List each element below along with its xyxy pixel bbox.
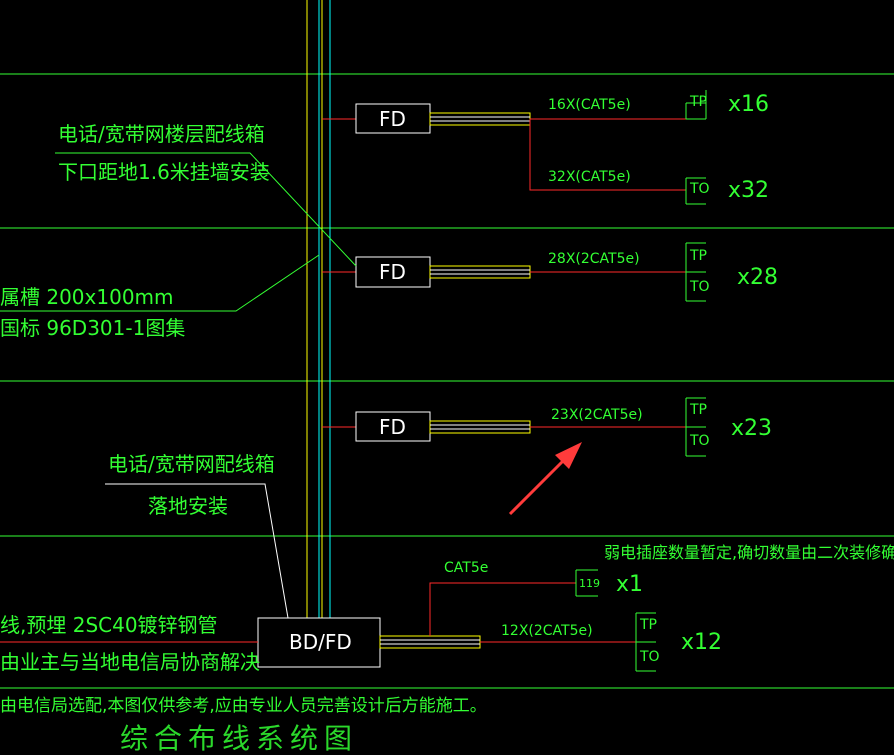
riser-connections (322, 118, 356, 428)
cable-label-floor-1b: 32X(CAT5e) (548, 169, 631, 185)
riser (306, 0, 331, 618)
fd-label-floor-2: FD (379, 260, 406, 284)
outlet-tp-icon (635, 612, 656, 672)
outlet-label-to: TO (640, 649, 660, 665)
cable-label-floor-1a: 16X(CAT5e) (548, 97, 631, 113)
trunk-floor-3 (429, 420, 531, 434)
outlet-to-icon (685, 177, 706, 205)
outlet-to-icon (685, 397, 706, 457)
outlet-label-tp: TP (690, 248, 707, 264)
note-bottom: 由电信局选配,本图仅供参考,应由专业人员完善设计后方能施工。 (0, 696, 487, 716)
drawing-title: 综合布线系统图 (120, 722, 359, 755)
leaders (0, 152, 357, 312)
outlet-tp-icon (685, 90, 707, 120)
leader-floor-box (55, 152, 357, 267)
note-floor-box-line-1: 电话/宽带网楼层配线箱 (58, 122, 265, 146)
outlet-label-tp: TP (640, 617, 657, 633)
note-pipe-line-1: 线,预埋 2SC40镀锌钢管 (0, 613, 218, 637)
count-floor-1b: x32 (728, 178, 770, 203)
cable-label-floor-2: 28X(2CAT5e) (548, 251, 640, 267)
cable (429, 582, 576, 636)
leader-main-box (105, 483, 289, 619)
count-main-b: x12 (681, 630, 723, 655)
note-main-box-line-1: 电话/宽带网配线箱 (108, 452, 275, 476)
outlet-label-119: 119 (579, 577, 600, 590)
cables (0, 118, 686, 643)
outlet-label-to: TO (690, 181, 710, 197)
count-floor-2: x28 (737, 265, 779, 290)
note-floor-box-line-2: 下口距地1.6米挂墙安装 (58, 160, 270, 184)
note-main-box-line-2: 落地安装 (148, 494, 228, 518)
note-tray-line-2: 国标 96D301-1图集 (0, 316, 186, 340)
trunk-floor-1 (429, 112, 531, 126)
cable-label-main-b: 12X(2CAT5e) (501, 623, 593, 639)
outlet-tp-icon (685, 242, 706, 302)
note-tray-line-1: 属槽 200x100mm (0, 285, 174, 309)
outlets (575, 90, 707, 672)
count-main-a: x1 (616, 572, 644, 597)
outlet-label-to: TO (690, 279, 710, 295)
outlet-label-tp: TP (690, 402, 707, 418)
leader-tray (0, 254, 320, 312)
cable (529, 119, 686, 191)
outlet-label-to: TO (690, 433, 710, 449)
count-floor-1a: x16 (728, 92, 770, 117)
floor-lines (0, 73, 894, 689)
bd-fd-label: BD/FD (289, 630, 352, 654)
fd-label-floor-1: FD (379, 107, 406, 131)
trunk-floor-2 (429, 265, 531, 279)
cable-label-floor-3: 23X(2CAT5e) (551, 407, 643, 423)
note-outlet: 弱电插座数量暂定,确切数量由二次装修确定 (604, 543, 894, 562)
outlet-119-icon (575, 569, 598, 597)
trunk-main (379, 635, 481, 649)
outlet-label-tp: TP (690, 94, 707, 110)
fd-label-floor-3: FD (379, 415, 406, 439)
count-floor-3: x23 (731, 416, 773, 441)
cable-label-main-a: CAT5e (444, 560, 489, 576)
red-arrow-icon (508, 442, 582, 516)
note-pipe-line-2: 由业主与当地电信局协商解决 (0, 650, 260, 674)
